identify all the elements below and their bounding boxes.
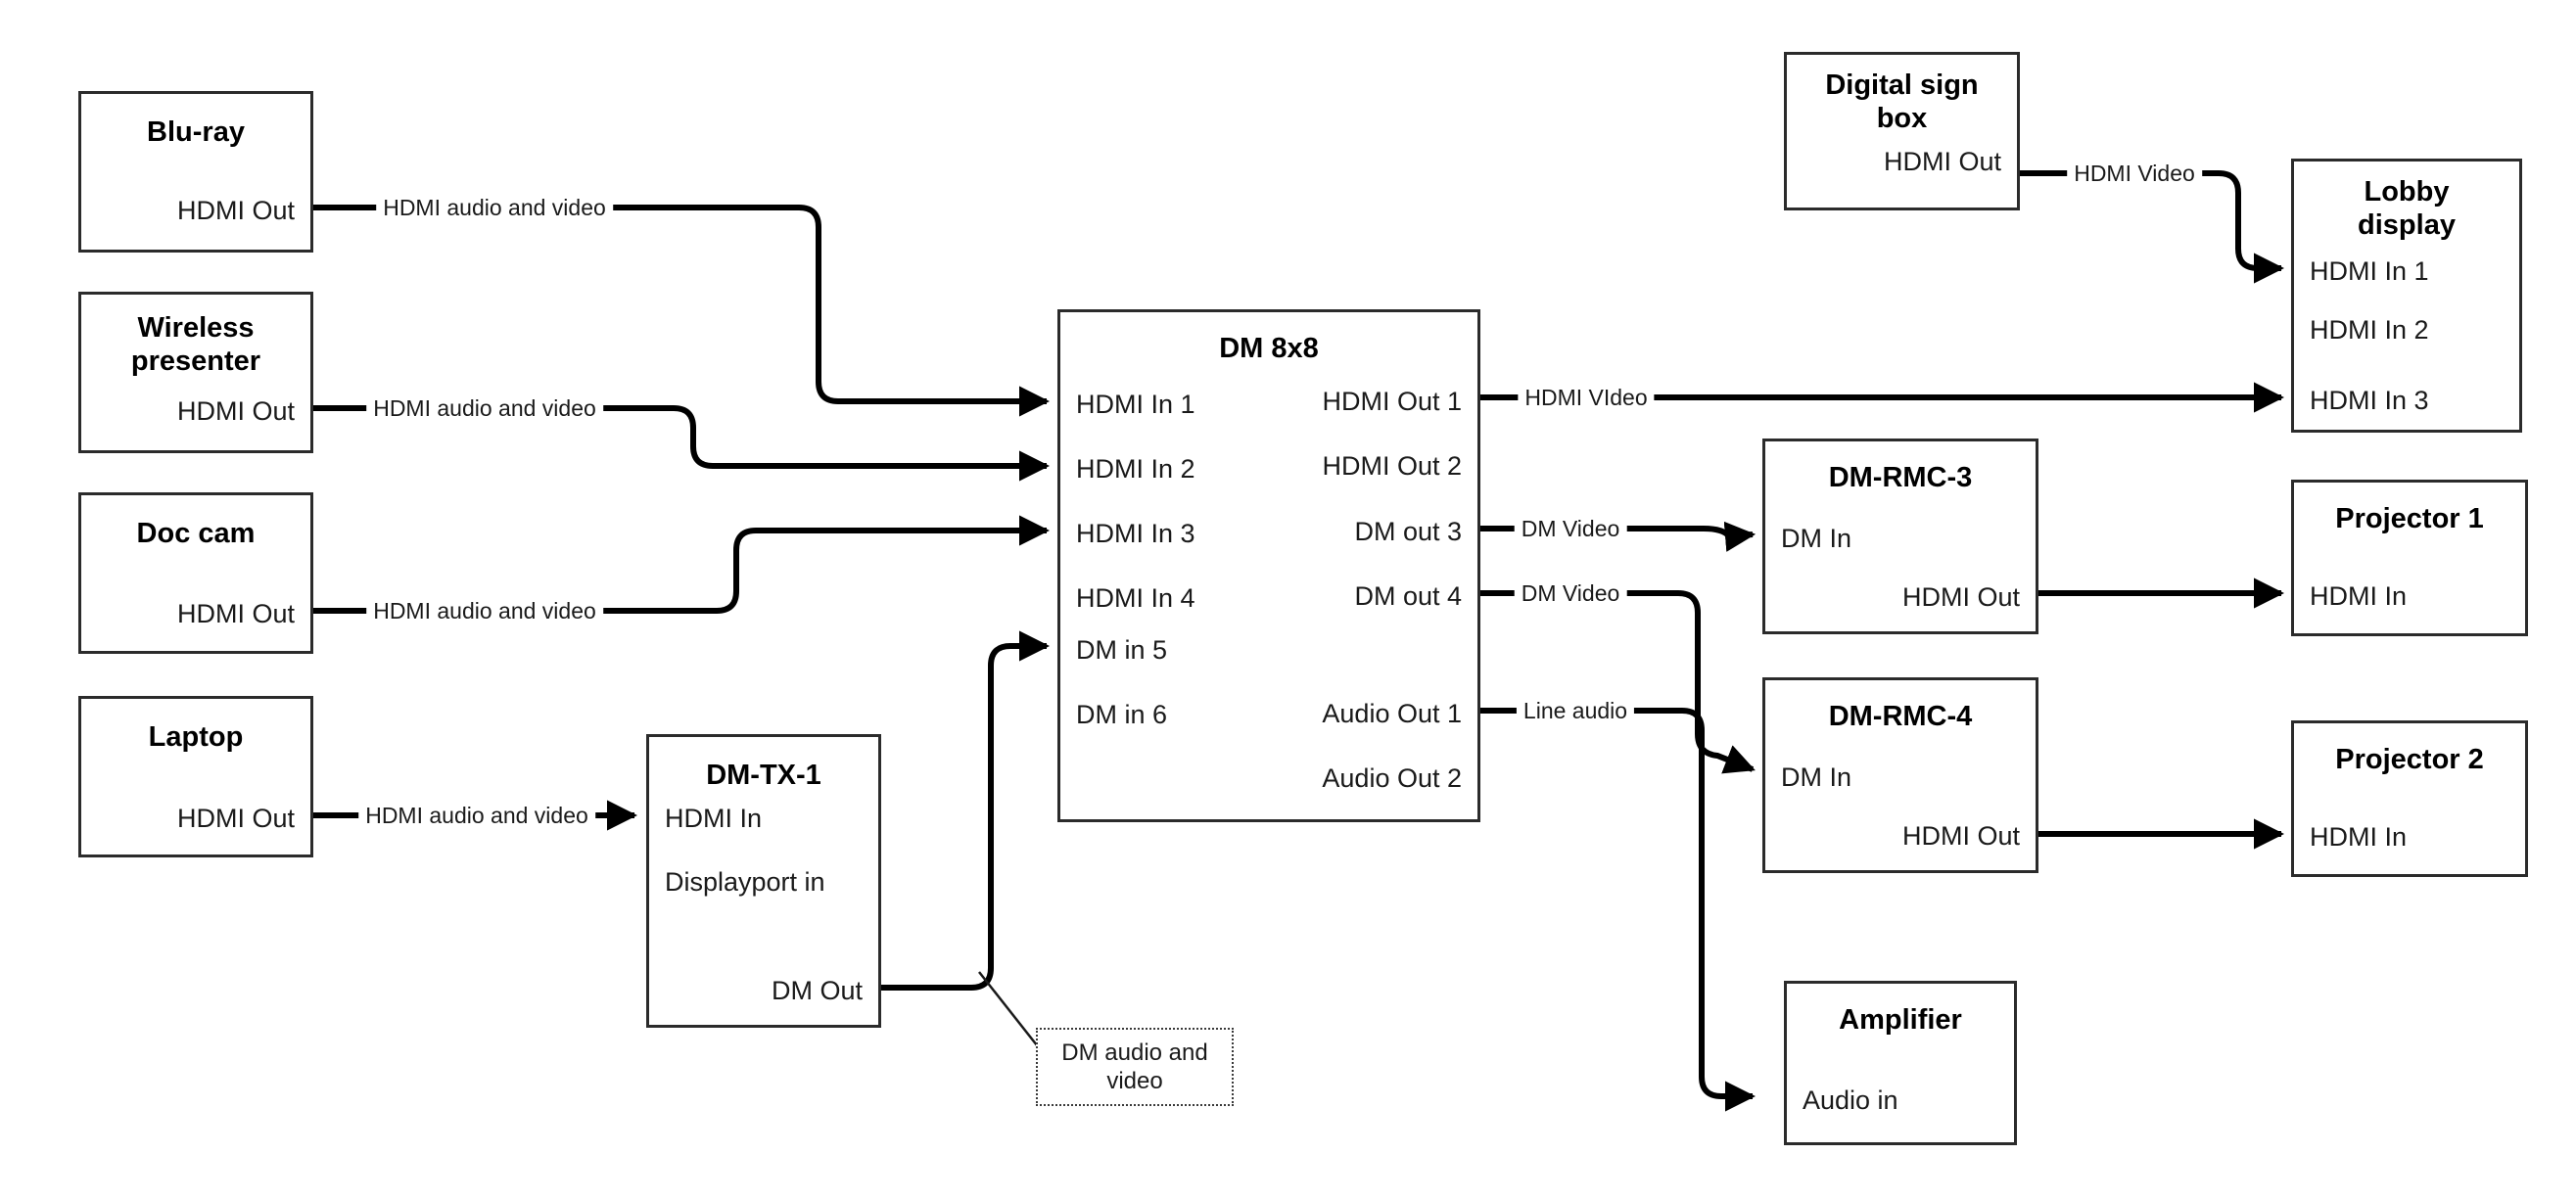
node-wireless-presenter[interactable]: Wireless presenter HDMI Out xyxy=(78,292,313,453)
node-bluray-port-hdmi-out[interactable]: HDMI Out xyxy=(176,196,295,225)
node-dm-rmc-3-port-hdmi-out[interactable]: HDMI Out xyxy=(1901,582,2020,612)
wire-bluray-to-dm8x8-in1 xyxy=(313,205,1051,417)
wire-label-bluray-to-dm8x8-in1: HDMI audio and video xyxy=(376,195,613,220)
node-lobby-display[interactable]: Lobby display HDMI In 1 HDMI In 2 HDMI I… xyxy=(2291,159,2522,433)
node-dm-8x8-port-dm-out-4[interactable]: DM out 4 xyxy=(1354,581,1462,611)
callout-dm-audio-and-video: DM audio and video xyxy=(1036,1028,1234,1106)
node-dm-tx-1[interactable]: DM-TX-1 HDMI In Displayport in DM Out xyxy=(646,734,881,1028)
wire-label-digitalsign-to-lobby: HDMI Video xyxy=(2067,161,2202,186)
node-dm-8x8-title: DM 8x8 xyxy=(1219,333,1319,364)
wire-label-doccam-to-dm8x8-in3: HDMI audio and video xyxy=(366,598,603,624)
wire-dm8x8-out4-to-dmrmc4 xyxy=(1480,590,1756,774)
node-amplifier-title: Amplifier xyxy=(1839,1004,1962,1036)
node-wireless-presenter-title-line2: presenter xyxy=(130,346,261,377)
node-dm-8x8-port-hdmi-in-2[interactable]: HDMI In 2 xyxy=(1076,454,1195,484)
node-projector-1[interactable]: Projector 1 HDMI In xyxy=(2291,480,2528,636)
node-dm-rmc-3[interactable]: DM-RMC-3 DM In HDMI Out xyxy=(1762,439,2038,634)
node-dm-8x8-port-hdmi-in-3[interactable]: HDMI In 3 xyxy=(1076,519,1195,548)
node-dm-rmc-4-port-hdmi-out[interactable]: HDMI Out xyxy=(1901,821,2020,851)
node-lobby-display-port-hdmi-in-1[interactable]: HDMI In 1 xyxy=(2310,256,2429,286)
node-dm-8x8-port-hdmi-out-1[interactable]: HDMI Out 1 xyxy=(1322,387,1462,416)
node-dm-8x8-port-dm-in-5[interactable]: DM in 5 xyxy=(1076,635,1168,665)
node-amplifier[interactable]: Amplifier Audio in xyxy=(1784,981,2017,1145)
callout-leader-line xyxy=(978,971,1042,1051)
wire-label-dm8x8-audioout1-to-amplifier: Line audio xyxy=(1516,698,1635,723)
wire-dm8x8-audioout1-to-amplifier xyxy=(1480,708,1756,1112)
node-dm-8x8-port-hdmi-in-1[interactable]: HDMI In 1 xyxy=(1076,390,1195,419)
wire-label-laptop-to-dmtx1: HDMI audio and video xyxy=(358,803,595,828)
node-dm-tx-1-port-dm-out[interactable]: DM Out xyxy=(771,976,863,1005)
node-dm-rmc-3-port-dm-in[interactable]: DM In xyxy=(1781,524,1852,553)
node-dm-8x8-port-dm-out-3[interactable]: DM out 3 xyxy=(1354,517,1462,546)
wire-digitalsign-to-lobby-in1 xyxy=(2020,170,2285,284)
node-digital-sign-box-port-hdmi-out[interactable]: HDMI Out xyxy=(1883,147,2001,176)
node-projector-2-title: Projector 2 xyxy=(2335,744,2484,775)
node-dm-8x8-port-hdmi-out-2[interactable]: HDMI Out 2 xyxy=(1322,451,1462,481)
node-wireless-presenter-port-hdmi-out[interactable]: HDMI Out xyxy=(176,396,295,426)
node-doc-cam[interactable]: Doc cam HDMI Out xyxy=(78,492,313,654)
wire-label-dm8x8-out4-to-dmrmc4: DM Video xyxy=(1514,580,1627,606)
node-projector-2[interactable]: Projector 2 HDMI In xyxy=(2291,720,2528,877)
node-lobby-display-title-line2: display xyxy=(2358,209,2456,241)
node-laptop-title: Laptop xyxy=(148,721,244,753)
wire-dmtx1-to-dm8x8-in5 xyxy=(881,630,1051,991)
node-dm-8x8-port-audio-out-1[interactable]: Audio Out 1 xyxy=(1322,699,1462,728)
node-bluray-title: Blu-ray xyxy=(147,116,245,148)
node-projector-1-port-hdmi-in[interactable]: HDMI In xyxy=(2310,581,2408,611)
node-doc-cam-title: Doc cam xyxy=(136,518,256,549)
node-laptop-port-hdmi-out[interactable]: HDMI Out xyxy=(176,804,295,833)
node-digital-sign-box-title-line2: box xyxy=(1876,103,1928,134)
node-digital-sign-box[interactable]: Digital sign box HDMI Out xyxy=(1784,52,2020,210)
wire-label-wireless-to-dm8x8-in2: HDMI audio and video xyxy=(366,395,603,421)
node-dm-rmc-4[interactable]: DM-RMC-4 DM In HDMI Out xyxy=(1762,677,2038,873)
node-dm-rmc-3-title: DM-RMC-3 xyxy=(1828,462,1973,493)
node-dm-8x8-port-dm-in-6[interactable]: DM in 6 xyxy=(1076,700,1168,729)
wire-label-dm8x8-out3-to-dmrmc3: DM Video xyxy=(1514,516,1627,541)
node-dm-tx-1-port-displayport-in[interactable]: Displayport in xyxy=(665,867,825,897)
node-wireless-presenter-title-line1: Wireless xyxy=(137,312,255,344)
node-bluray[interactable]: Blu-ray HDMI Out xyxy=(78,91,313,253)
node-amplifier-port-audio-in[interactable]: Audio in xyxy=(1803,1086,1898,1115)
node-dm-8x8[interactable]: DM 8x8 HDMI In 1 HDMI In 2 HDMI In 3 HDM… xyxy=(1057,309,1480,822)
node-doc-cam-port-hdmi-out[interactable]: HDMI Out xyxy=(176,599,295,628)
node-projector-2-port-hdmi-in[interactable]: HDMI In xyxy=(2310,822,2408,852)
node-dm-rmc-4-title: DM-RMC-4 xyxy=(1828,701,1973,732)
node-dm-8x8-port-hdmi-in-4[interactable]: HDMI In 4 xyxy=(1076,583,1195,613)
node-lobby-display-port-hdmi-in-3[interactable]: HDMI In 3 xyxy=(2310,386,2429,415)
node-dm-rmc-4-port-dm-in[interactable]: DM In xyxy=(1781,762,1852,792)
node-laptop[interactable]: Laptop HDMI Out xyxy=(78,696,313,857)
node-digital-sign-box-title-line1: Digital sign xyxy=(1825,69,1979,101)
node-lobby-display-title-line1: Lobby xyxy=(2364,176,2450,208)
node-dm-8x8-port-audio-out-2[interactable]: Audio Out 2 xyxy=(1322,763,1462,793)
node-dm-tx-1-port-hdmi-in[interactable]: HDMI In xyxy=(665,804,763,833)
node-projector-1-title: Projector 1 xyxy=(2335,503,2484,534)
node-lobby-display-port-hdmi-in-2[interactable]: HDMI In 2 xyxy=(2310,315,2429,345)
node-dm-tx-1-title: DM-TX-1 xyxy=(706,760,821,791)
wire-label-dm8x8-out1-to-lobby: HDMI VIdeo xyxy=(1518,385,1655,410)
